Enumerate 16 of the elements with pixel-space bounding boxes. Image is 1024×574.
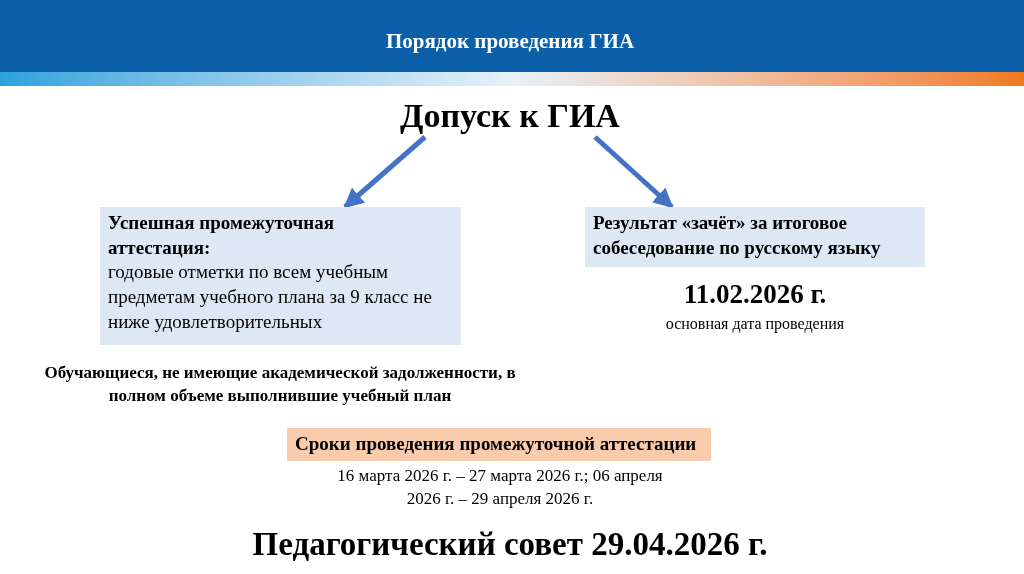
heading-box <box>287 428 711 461</box>
dates-text: 16 марта 2026 г. – 27 марта 2026 г.; 06 апреля 2026 г. – 29 апреля 2026 г. <box>336 465 664 510</box>
condition-box <box>585 207 925 267</box>
date-caption: основная дата проведения <box>664 314 846 335</box>
box-heading: Успешная промежуточная аттестация: <box>108 211 336 260</box>
condition-box <box>100 207 461 345</box>
box-heading: Сроки проведения промежуточной аттестации <box>295 432 698 456</box>
date-text: 11.02.2026 г. <box>682 278 828 311</box>
arrow <box>343 135 427 209</box>
heading-text: Допуск к ГИА <box>380 95 640 138</box>
box-heading: Результат «зачёт» за итоговое собеседование по русскому языку <box>593 211 882 260</box>
council-text: Педагогический совет 29.04.2026 г. <box>251 525 769 564</box>
note-text: Обучающиеся, не имеющие академической задолженности, в полном объеме выполнившие учебный план <box>43 362 517 407</box>
page-title: Порядок проведения ГИА <box>384 28 636 55</box>
box-body: годовые отметки по всем учебным предметам учебного плана за 9 класс не ниже удовлетворительных <box>108 260 433 334</box>
arrow <box>593 135 674 209</box>
